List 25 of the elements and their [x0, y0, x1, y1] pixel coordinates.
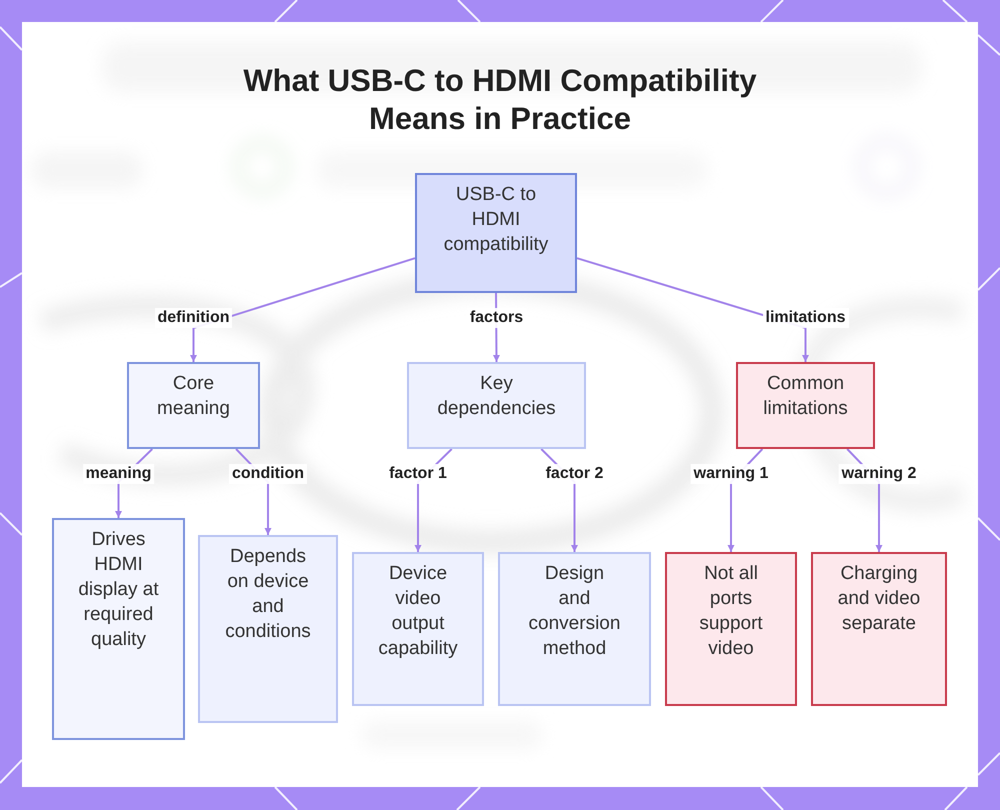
edge-label: meaning [82, 464, 154, 484]
concept-box [407, 362, 586, 449]
node-text: Charging and video separate [836, 562, 922, 636]
topic-box [415, 173, 577, 293]
node-text: Device video output capability [377, 562, 459, 661]
node-text: Drives HDMI display at required quality [77, 528, 160, 652]
node-text: Not all ports support video [698, 562, 764, 661]
node-text: USB-C to HDMI compatibility [442, 183, 550, 257]
warning-box [665, 552, 797, 706]
edge-label: limitations [762, 308, 848, 328]
warning-box [736, 362, 875, 449]
edge-label: condition [229, 464, 307, 484]
concept-box [127, 362, 260, 449]
node-text: Depends on device and conditions [224, 545, 312, 644]
concept-box [52, 518, 185, 740]
edge-label: definition [154, 308, 232, 328]
concept-box [352, 552, 484, 706]
concept-box [498, 552, 651, 706]
node-text: Core meaning [156, 372, 231, 421]
node-text: Common limitations [762, 372, 849, 421]
diagram-title: What USB-C to HDMI Compatibility Means in Practice [242, 62, 758, 138]
concept-box [198, 535, 338, 723]
node-text: Design and conversion method [528, 562, 622, 661]
warning-box [811, 552, 947, 706]
node-text: Key dependencies [436, 372, 557, 421]
